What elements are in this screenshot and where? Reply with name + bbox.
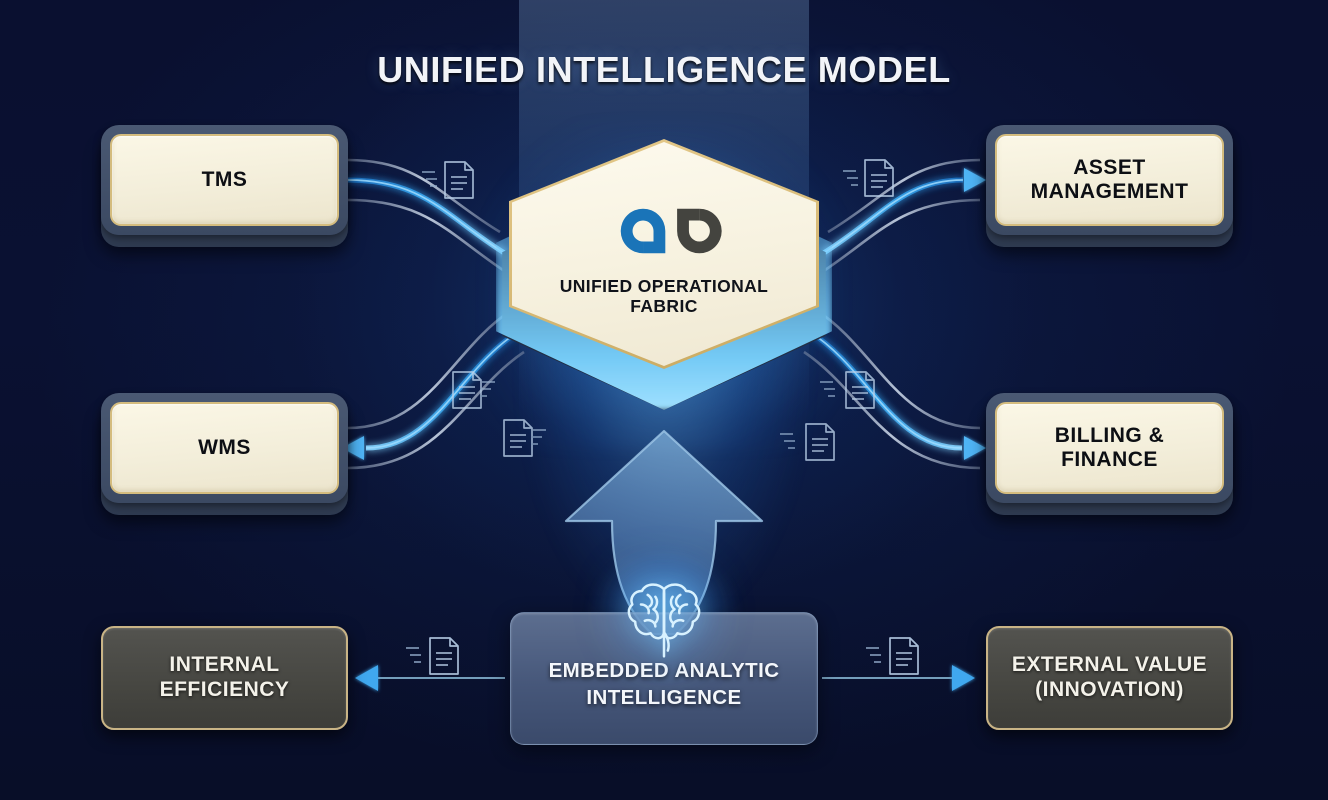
node-inner: WMS [110, 402, 339, 494]
page-title: UNIFIED INTELLIGENCE MODEL [377, 49, 951, 90]
core-label: UNIFIED OPERATIONAL FABRIC [559, 275, 769, 316]
node-face: TMS [101, 125, 348, 235]
node-inner: ASSET MANAGEMENT [995, 134, 1224, 226]
flow-analytics-to-external-value [822, 665, 975, 691]
interlocking-c-rings-logo [620, 208, 722, 253]
flow-core-to-billing-finance [803, 308, 986, 470]
analytics-label: EMBEDDED ANALYTIC INTELLIGENCE [548, 659, 780, 709]
node-billing-finance[interactable]: BILLING & FINANCE [986, 393, 1233, 515]
node-label-external-value: EXTERNAL VALUE (INNOVATION) [1011, 653, 1208, 701]
flow-core-to-wms [342, 308, 525, 470]
node-label-wms: WMS [198, 435, 251, 459]
node-label-tms: TMS [201, 167, 248, 191]
flow-analytics-to-internal-efficiency [355, 665, 505, 691]
node-internal-efficiency[interactable]: INTERNAL EFFICIENCY [101, 626, 348, 730]
node-inner: BILLING & FINANCE [995, 402, 1224, 494]
node-face: BILLING & FINANCE [986, 393, 1233, 503]
node-external-value-innovation[interactable]: EXTERNAL VALUE (INNOVATION) [986, 626, 1233, 730]
node-face: WMS [101, 393, 348, 503]
node-label-billing-finance: BILLING & FINANCE [1054, 423, 1165, 471]
unified-operational-fabric-core[interactable]: UNIFIED OPERATIONAL FABRIC [496, 134, 832, 410]
node-label-asset-management: ASSET MANAGEMENT [1030, 155, 1189, 203]
node-face: INTERNAL EFFICIENCY [101, 626, 348, 730]
brain-icon [627, 583, 701, 658]
node-face: ASSET MANAGEMENT [986, 125, 1233, 235]
node-label-internal-efficiency: INTERNAL EFFICIENCY [159, 653, 290, 701]
node-wms[interactable]: WMS [101, 393, 348, 515]
node-asset-management[interactable]: ASSET MANAGEMENT [986, 125, 1233, 247]
node-face: EXTERNAL VALUE (INNOVATION) [986, 626, 1233, 730]
node-tms[interactable]: TMS [101, 125, 348, 247]
node-inner: TMS [110, 134, 339, 226]
flow-core-to-asset-management [815, 158, 986, 278]
flow-tms-to-core [347, 158, 513, 278]
